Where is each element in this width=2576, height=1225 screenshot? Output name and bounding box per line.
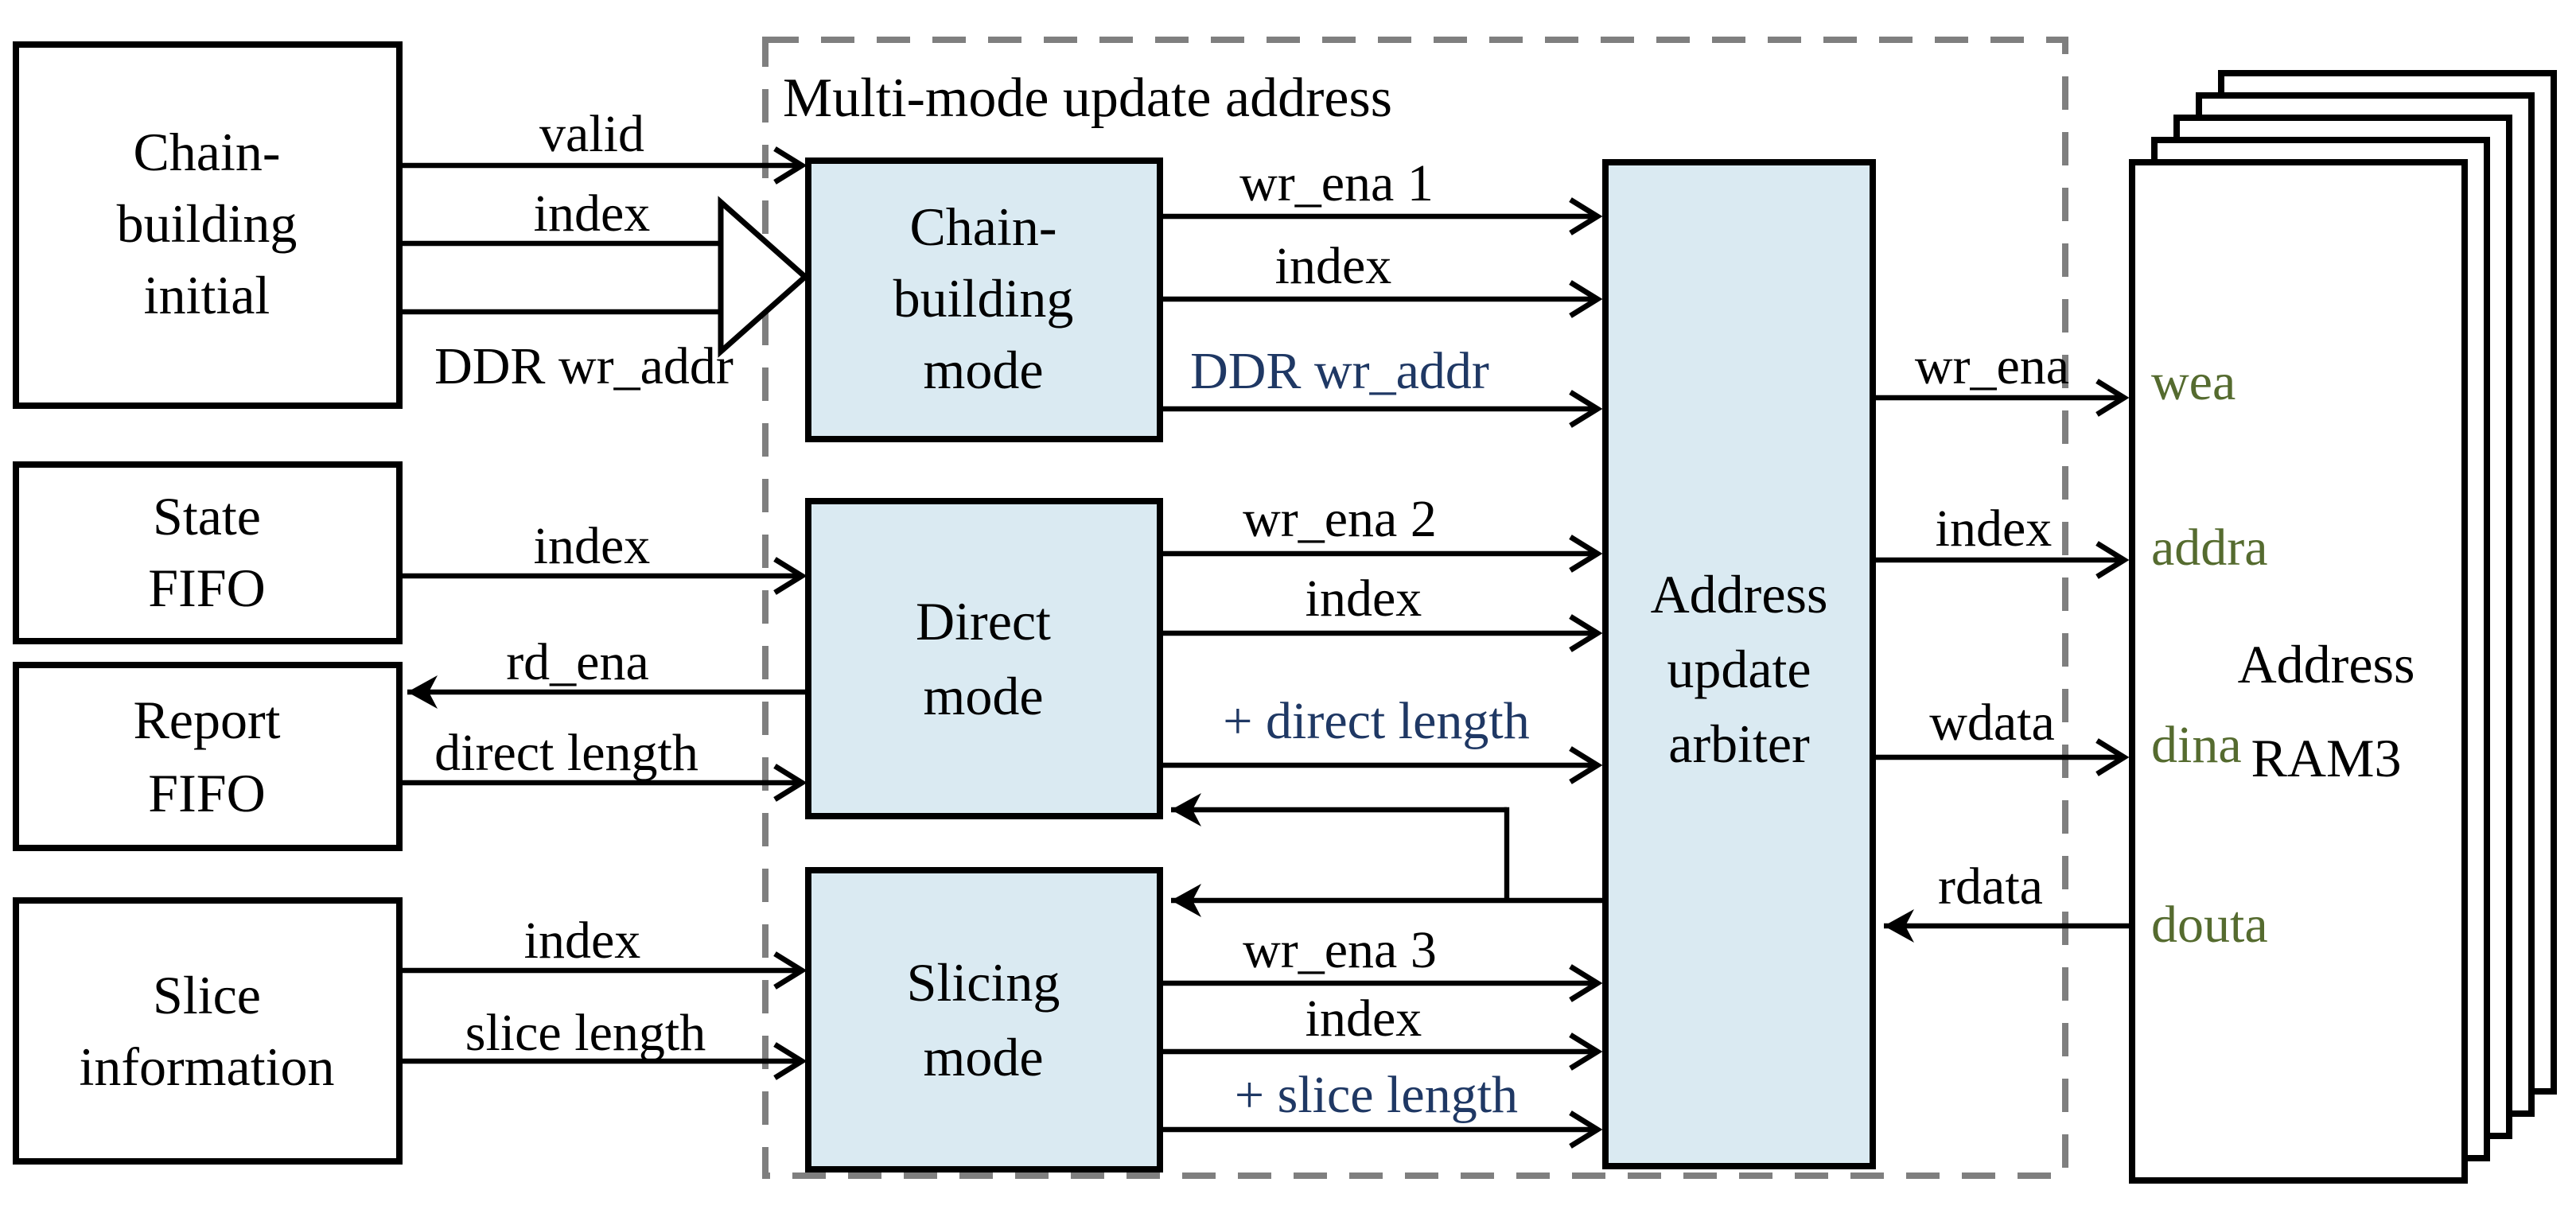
signal-label-arb-wdata: wdata (1929, 694, 2055, 752)
chain-building-initial-label-1: Chain- (133, 122, 280, 182)
report-fifo-rect (13, 662, 403, 851)
signal-label-direct-index-out: index (1306, 570, 1422, 628)
signal-label-wr-ena-3: wr_ena 3 (1243, 921, 1437, 979)
signal-label-rdata: rdata (1938, 858, 2043, 916)
ram-title-2: RAM3 (2251, 728, 2402, 788)
state-fifo-rect (13, 461, 403, 644)
big-hollow-arrowhead (718, 196, 810, 358)
report-fifo-label-1: Report (133, 690, 280, 750)
slicing-mode-label-1: Slicing (907, 952, 1060, 1013)
slice-information-label-2: information (79, 1036, 334, 1097)
signal-label-ddr-wr-addr-initial: DDR wr_addr (434, 337, 733, 395)
address-update-arbiter-box: Address update arbiter (1602, 159, 1876, 1169)
chain-building-mode-label-2: building (893, 268, 1074, 329)
signal-label-rd-ena: rd_ena (506, 633, 649, 691)
arbiter-label-1: Address (1651, 564, 1828, 624)
ram-port-douta: douta (2151, 896, 2268, 954)
signal-label-state-index: index (534, 517, 651, 575)
arbiter-label-3: arbiter (1668, 714, 1810, 774)
chain-building-mode-label-3: mode (923, 340, 1043, 400)
ram-port-dina: dina (2151, 716, 2242, 774)
direct-mode-box: Direct mode (805, 498, 1163, 819)
signal-label-direct-length: direct length (434, 724, 698, 782)
direct-mode-label-1: Direct (916, 591, 1051, 651)
ram-title-1: Address (2238, 634, 2415, 694)
signal-label-slice-length: slice length (465, 1004, 706, 1062)
chain-building-mode-box: Chain- building mode (805, 158, 1163, 442)
slicing-mode-box: Slicing mode (805, 867, 1163, 1172)
chain-building-mode-rect (805, 158, 1163, 442)
signal-label-slice-index: index (524, 912, 641, 970)
signal-label-arb-wr-ena: wr_ena (1915, 337, 2069, 395)
chain-building-initial-rect (13, 41, 403, 409)
signal-label-wr-ena-1: wr_ena 1 (1239, 154, 1434, 212)
signal-label-plus-slice-length: + slice length (1235, 1066, 1518, 1124)
slicing-mode-label-2: mode (923, 1027, 1043, 1087)
state-fifo-label-1: State (153, 486, 261, 546)
chain-building-mode-label-1: Chain- (909, 196, 1056, 257)
ram-port-addra: addra (2151, 519, 2268, 577)
slice-information-rect (13, 897, 403, 1165)
signal-label-index-initial: index (534, 185, 651, 243)
signal-label-plus-direct-length: + direct length (1223, 692, 1529, 750)
multi-mode-region-border (762, 37, 2068, 1179)
address-ram-rect (2129, 159, 2468, 1184)
signal-label-wr-ena-2: wr_ena 2 (1243, 490, 1437, 548)
state-fifo-box: State FIFO (13, 461, 403, 644)
slice-information-box: Slice information (13, 897, 403, 1165)
slice-information-label-1: Slice (153, 965, 261, 1025)
signal-label-slicing-index-out: index (1306, 990, 1422, 1048)
chain-building-initial-label-2: building (117, 193, 298, 254)
report-fifo-label-2: FIFO (148, 763, 265, 823)
direct-mode-label-2: mode (923, 666, 1043, 726)
slicing-mode-rect (805, 867, 1163, 1172)
region-title: Multi-mode update address (783, 68, 1392, 129)
ram-port-wea: wea (2151, 353, 2236, 411)
state-fifo-label-2: FIFO (148, 558, 265, 618)
arbiter-label-2: update (1667, 639, 1811, 699)
signal-label-arb-index: index (1936, 500, 2053, 558)
address-update-arbiter-rect (1602, 159, 1876, 1169)
address-ram-box: Address RAM3 wea addra dina douta (2129, 159, 2468, 1184)
direct-mode-rect (805, 498, 1163, 819)
signal-label-ddr-wr-addr-out: DDR wr_addr (1190, 342, 1489, 400)
signal-label-valid: valid (539, 105, 644, 163)
signal-label-chain-index-out: index (1275, 237, 1392, 295)
chain-building-initial-box: Chain- building initial (13, 41, 403, 409)
chain-building-initial-label-3: initial (144, 265, 270, 325)
report-fifo-box: Report FIFO (13, 662, 403, 851)
